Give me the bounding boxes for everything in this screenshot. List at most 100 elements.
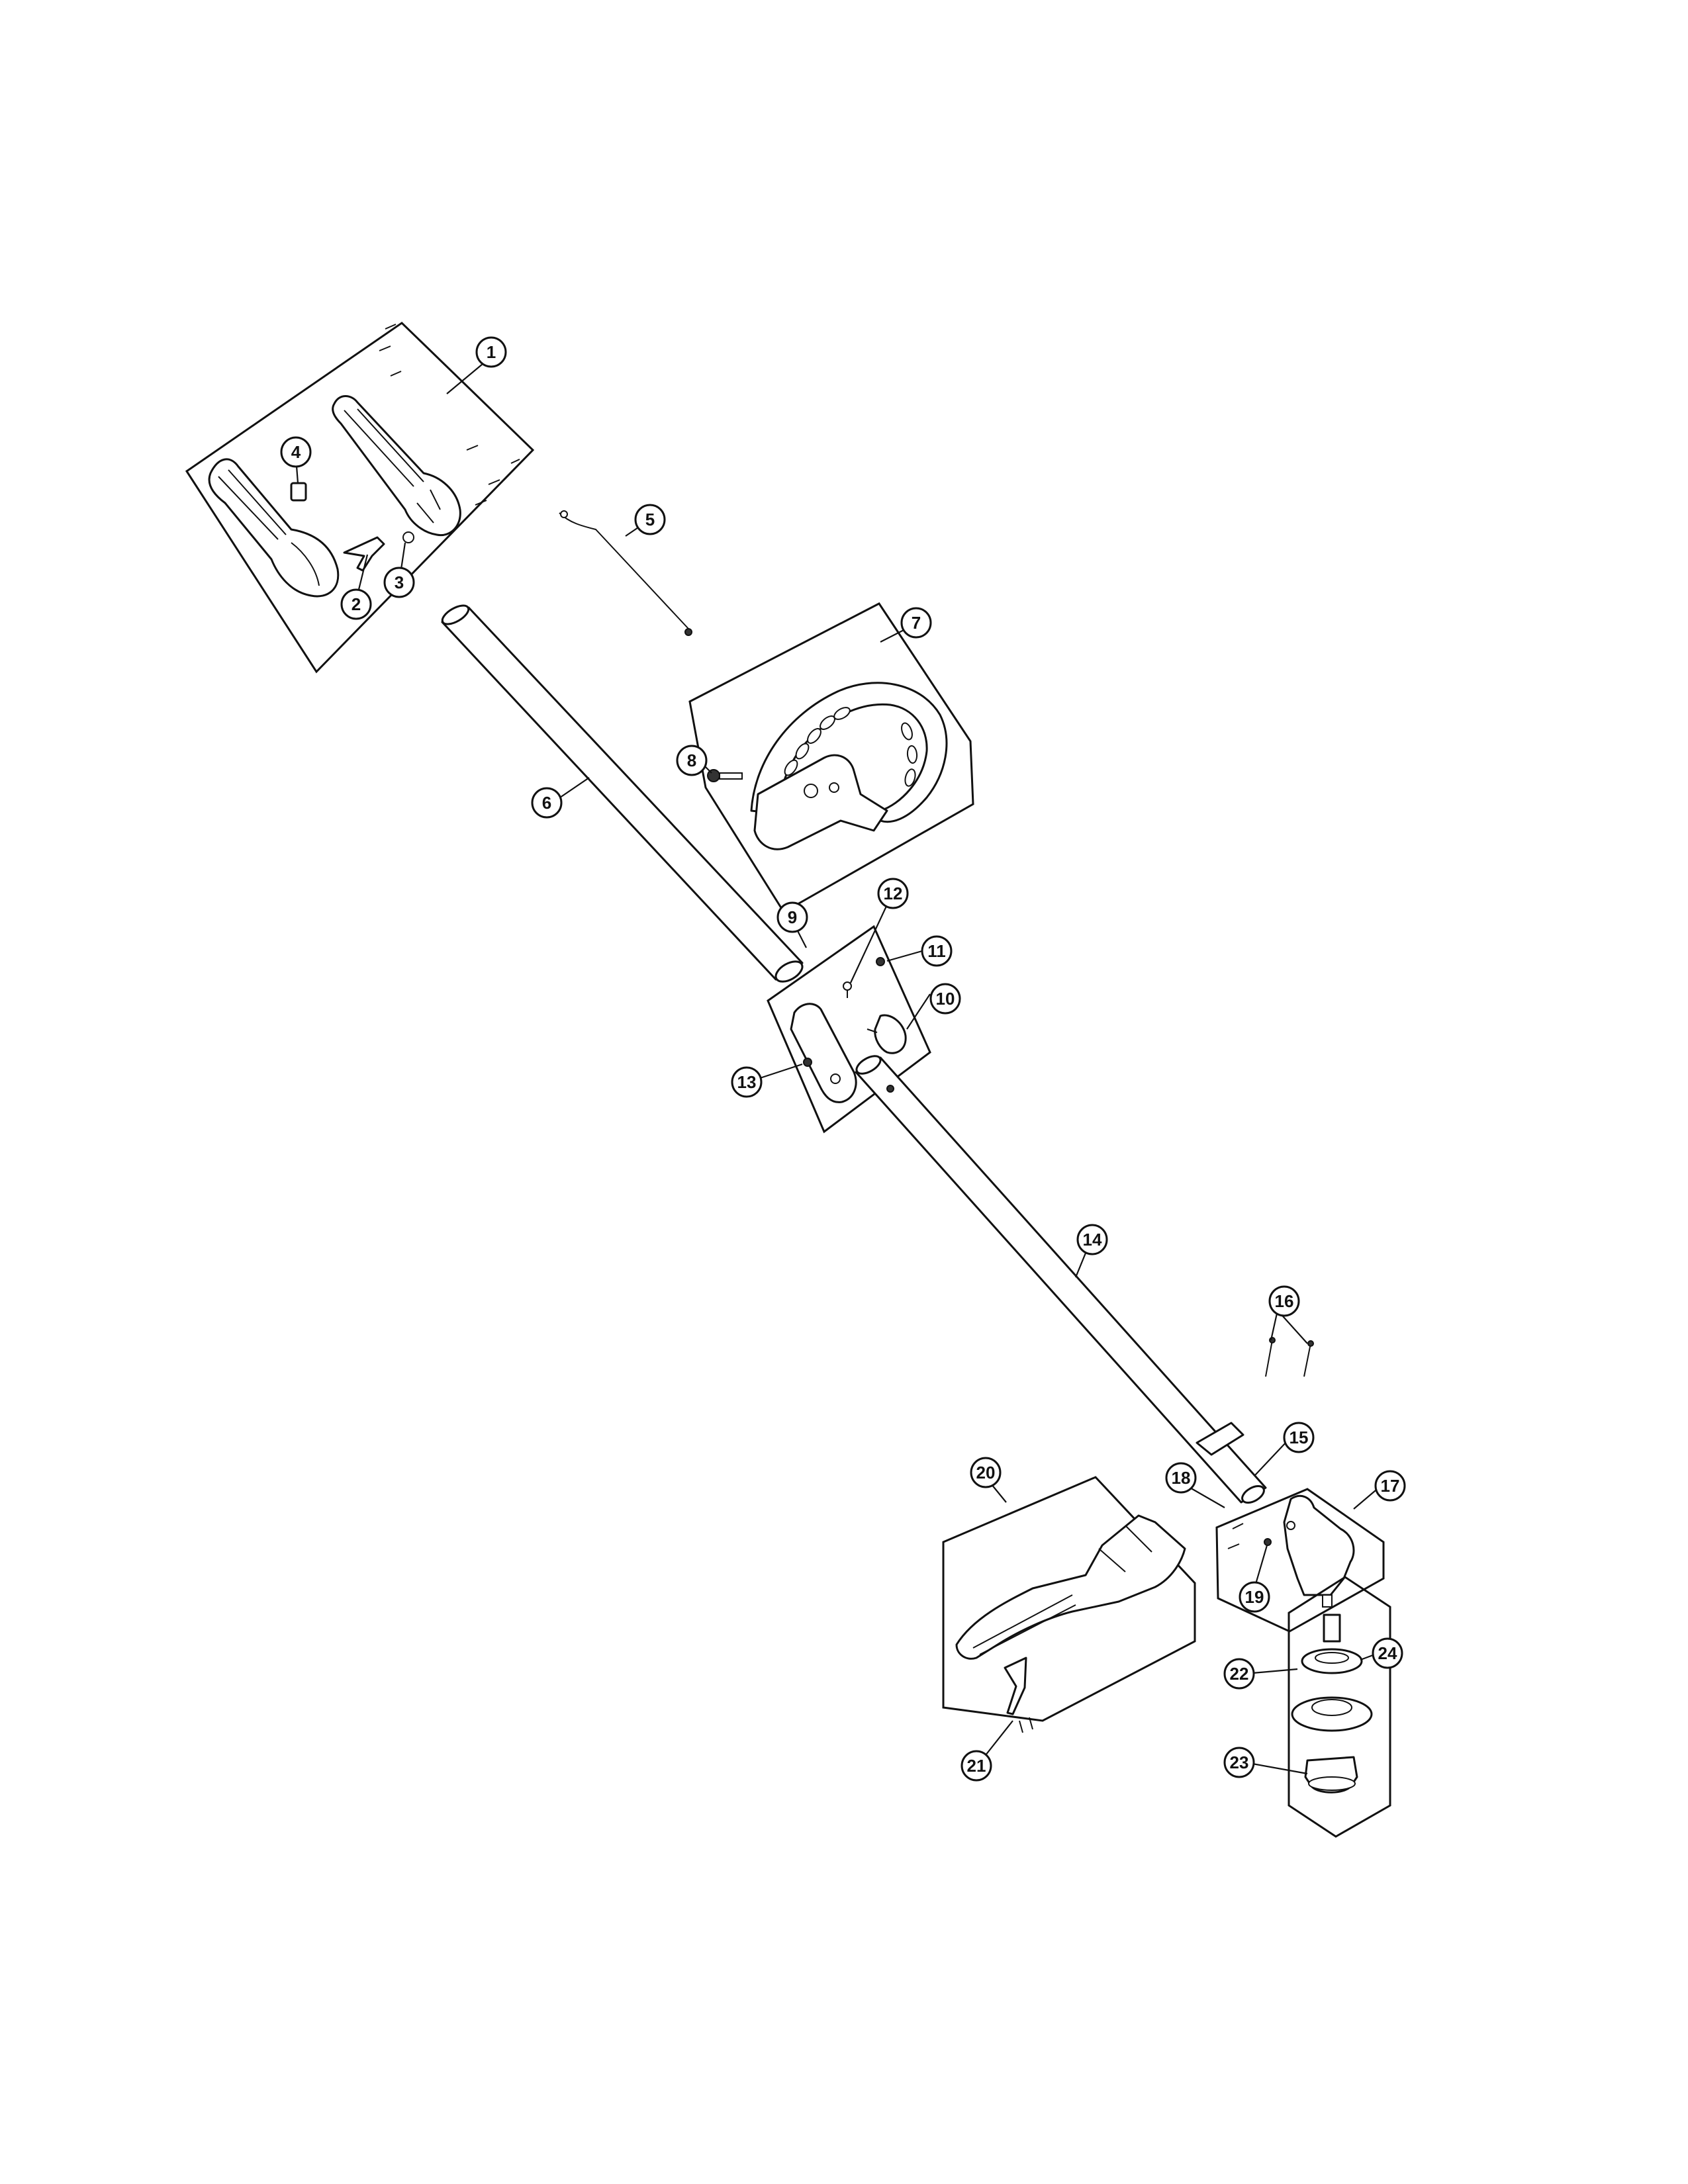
callout-circle — [280, 436, 312, 468]
callout-23: 23 — [1223, 1747, 1255, 1778]
callout-label: 23 — [1230, 1752, 1249, 1772]
gearhead-body — [1283, 1495, 1355, 1596]
callout-label: 15 — [1289, 1428, 1309, 1447]
throttle-cable — [559, 510, 692, 636]
callout-label: 17 — [1381, 1476, 1400, 1496]
guard-screws — [1019, 1717, 1033, 1733]
callout-10: 10 — [929, 983, 961, 1015]
callout-label: 3 — [395, 572, 404, 592]
callout-15: 15 — [1283, 1422, 1315, 1453]
shaft-hanger-bracket — [1196, 1422, 1244, 1456]
callout-2: 2 — [340, 588, 372, 620]
callout-circle — [475, 336, 507, 368]
callout-12: 12 — [877, 878, 909, 909]
coupler-nut-11 — [876, 957, 885, 966]
callout-circle — [676, 745, 708, 776]
callout-label: 12 — [884, 884, 903, 903]
assist-handle-box — [688, 602, 974, 914]
assist-handle-knob-hole — [829, 782, 839, 793]
gearhead-group — [1215, 1488, 1385, 1633]
callout-circle — [531, 787, 563, 819]
callout-label: 4 — [291, 442, 301, 462]
coupler-group — [767, 925, 931, 1134]
gearhead-nut — [1264, 1538, 1272, 1546]
bump-knob-base — [1308, 1776, 1356, 1791]
callout-circle — [877, 878, 909, 909]
handle-half-right — [332, 395, 461, 537]
callout-label: 14 — [1083, 1230, 1102, 1250]
lower-shaft — [855, 1055, 1267, 1504]
callout-22: 22 — [1223, 1658, 1255, 1690]
coupler-box — [767, 925, 931, 1134]
switch-part — [290, 482, 307, 502]
upper-shaft — [441, 604, 804, 983]
callout-9: 9 — [776, 901, 808, 933]
gearhead-screws — [1227, 1523, 1244, 1549]
callout-1: 1 — [475, 336, 507, 368]
assist-handle-group — [688, 602, 974, 914]
coupler-knob — [874, 1014, 907, 1054]
callout-label: 10 — [936, 989, 955, 1009]
callout-circle — [1223, 1658, 1255, 1690]
callout-label: 16 — [1275, 1291, 1294, 1311]
callout-18: 18 — [1165, 1462, 1197, 1494]
coupler-body — [790, 1003, 857, 1103]
callout-circle — [970, 1457, 1002, 1488]
callout-14: 14 — [1076, 1224, 1108, 1255]
callout-11: 11 — [921, 935, 953, 967]
callout-circle — [961, 1750, 992, 1782]
callout-circle — [1372, 1637, 1403, 1669]
callout-13: 13 — [731, 1066, 763, 1098]
spool-top-inner — [1315, 1652, 1349, 1664]
assist-handle-bolt-hole — [804, 784, 818, 798]
guard-box — [942, 1476, 1196, 1722]
callout-circle — [1268, 1285, 1300, 1317]
gearhead-box — [1215, 1488, 1385, 1633]
spring-part — [402, 531, 414, 543]
coupler-screw — [843, 981, 852, 998]
handle-half-left — [208, 458, 340, 598]
callout-5: 5 — [634, 504, 666, 535]
callout-label: 11 — [927, 941, 946, 961]
callout-label: 9 — [788, 907, 797, 927]
callout-label: 13 — [737, 1072, 757, 1092]
handle-half-left-detail — [218, 469, 320, 586]
callout-8: 8 — [676, 745, 708, 776]
callout-17: 17 — [1374, 1470, 1406, 1502]
trigger-part — [343, 536, 385, 572]
handle-assembly-group — [185, 322, 535, 674]
callout-circle — [1283, 1422, 1315, 1453]
callout-3: 3 — [383, 567, 415, 598]
callout-7: 7 — [900, 607, 932, 639]
coupler-knob-stud — [867, 1028, 878, 1033]
gearhead-port — [1286, 1521, 1295, 1530]
callout-circle — [340, 588, 372, 620]
callout-16: 16 — [1268, 1285, 1300, 1317]
callout-label: 19 — [1245, 1587, 1264, 1607]
assist-handle-bolt — [707, 769, 743, 782]
callout-label: 24 — [1378, 1643, 1397, 1663]
callout-circle — [1076, 1224, 1108, 1255]
shaft-bolts — [1265, 1337, 1314, 1377]
callout-label: 8 — [687, 751, 696, 770]
callout-label: 21 — [967, 1756, 986, 1776]
gearhead-spindle — [1322, 1594, 1333, 1608]
callout-circle — [731, 1066, 763, 1098]
callout-circle — [383, 567, 415, 598]
coupler-hole — [830, 1073, 841, 1084]
trimmer-head-box — [1288, 1576, 1391, 1838]
callout-circle — [1165, 1462, 1197, 1494]
callout-circle — [921, 935, 953, 967]
guard-shield — [955, 1514, 1186, 1660]
callout-6: 6 — [531, 787, 563, 819]
callout-label: 1 — [487, 342, 496, 362]
callout-label: 7 — [912, 613, 921, 633]
callout-circle — [900, 607, 932, 639]
callout-label: 6 — [542, 793, 551, 813]
callout-label: 18 — [1172, 1468, 1191, 1488]
assist-handle-clamp — [753, 754, 888, 850]
handle-half-right-detail — [344, 408, 441, 523]
handle-screws — [379, 324, 520, 506]
callout-label: 5 — [645, 510, 655, 529]
